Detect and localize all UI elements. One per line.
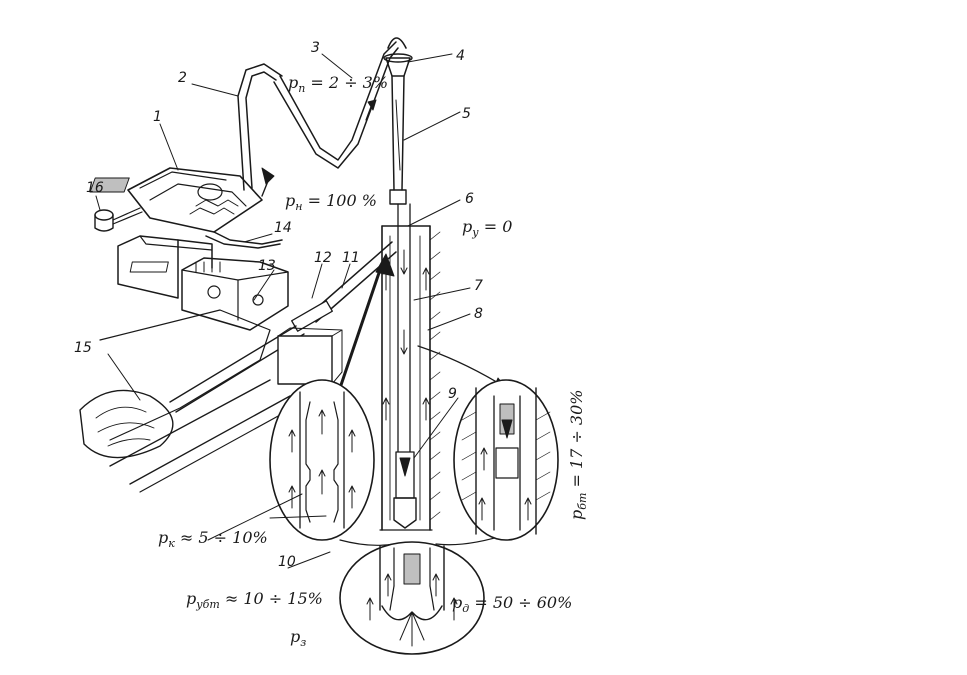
callout-1: 1	[153, 109, 162, 125]
callout-4: 4	[456, 48, 465, 64]
pressure-label-pn: pп = 2 ÷ 3%	[288, 73, 388, 95]
pressure-label-pk: pк ≈ 5 ÷ 10%	[158, 528, 268, 550]
callout-12: 12	[314, 250, 332, 266]
callout-16: 16	[86, 180, 104, 196]
pressure-label-pz: pз	[290, 627, 306, 649]
pressure-label-pbt: pбт = 17 ÷ 30%	[567, 390, 589, 520]
callout-10: 10	[278, 554, 296, 570]
callout-15: 15	[74, 340, 92, 356]
mud-pit	[79, 309, 343, 493]
discharge-line	[237, 63, 283, 197]
callout-leaders	[95, 53, 471, 569]
zoom-drill-bit	[339, 541, 485, 655]
mud-tanks	[117, 235, 289, 331]
callout-6: 6	[465, 191, 474, 207]
callout-3: 3	[311, 40, 320, 56]
kelly	[389, 75, 407, 205]
pressure-label-pubt: pубт ≈ 10 ÷ 15%	[186, 589, 323, 611]
pressure-label-pd: pд = 50 ÷ 60%	[452, 593, 572, 615]
zoom-drill-pipe-joint	[269, 379, 375, 541]
callout-numbers: 1 2 3 4 5 6 7 8 9 10 11 12 13 14 15 16	[74, 40, 483, 570]
callout-13: 13	[258, 258, 276, 274]
pressure-label-ph: pн = 100 %	[285, 191, 377, 213]
callout-5: 5	[462, 106, 471, 122]
pressure-labels: pп = 2 ÷ 3% pн = 100 % pу = 0 pбт = 17 ÷…	[158, 73, 589, 649]
callout-8: 8	[474, 306, 483, 322]
callout-9: 9	[448, 386, 457, 402]
swivel	[383, 37, 413, 77]
callout-14: 14	[274, 220, 292, 236]
zoom-drill-collar	[453, 379, 559, 541]
kelly-hose	[273, 41, 399, 169]
pump-motor	[94, 207, 143, 232]
pressure-label-py: pу = 0	[462, 217, 512, 239]
callout-11: 11	[342, 250, 360, 266]
callout-2: 2	[178, 70, 187, 86]
mud-pump	[89, 167, 263, 233]
return-line	[291, 241, 397, 332]
callout-7: 7	[474, 278, 483, 294]
surface-equipment	[79, 37, 413, 493]
